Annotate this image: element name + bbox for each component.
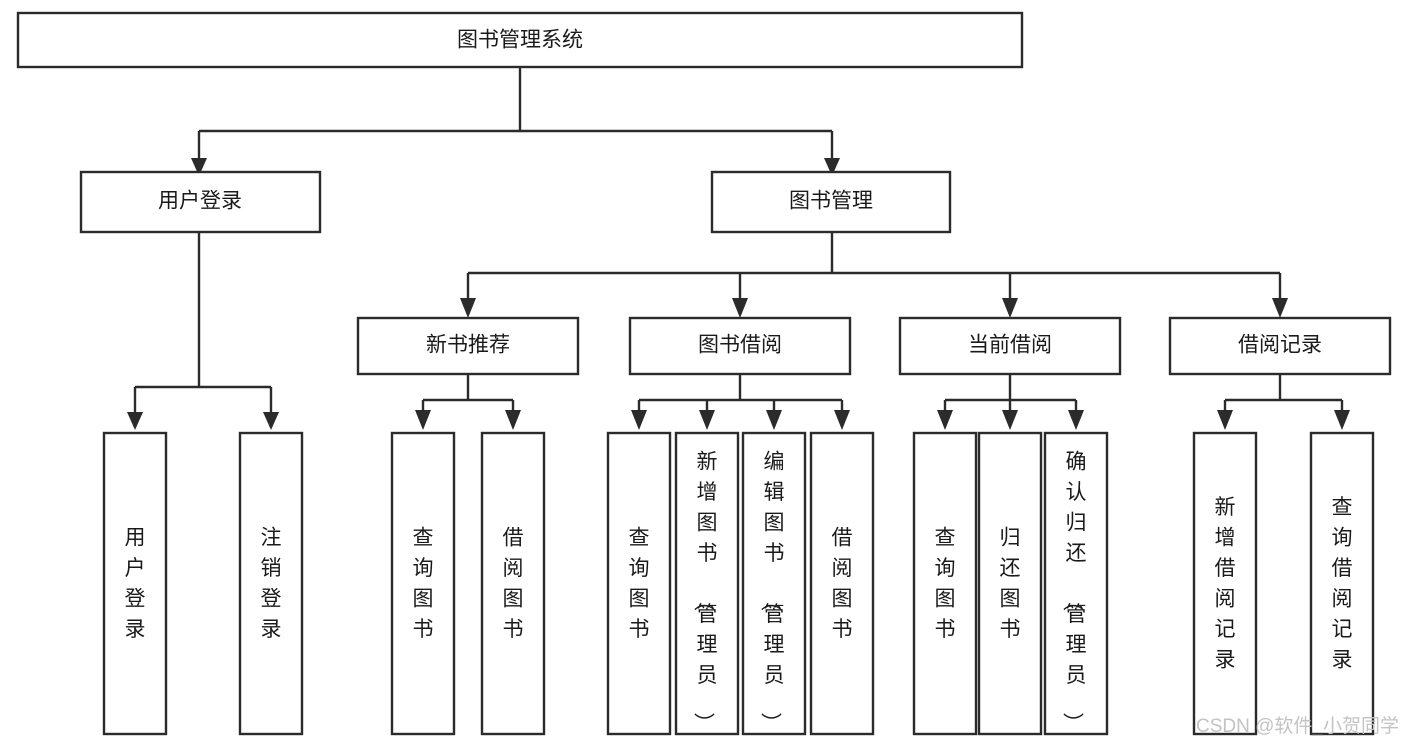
node-box bbox=[79, 170, 322, 234]
node-leaf-borrow-query-book[interactable]: 查询图书 bbox=[606, 431, 672, 736]
arrow-icon bbox=[766, 410, 782, 430]
node-leaf-current-query-book[interactable]: 查询图书 bbox=[912, 431, 978, 736]
arrow-icon bbox=[631, 410, 647, 430]
node-book-management[interactable]: 图书管理 bbox=[710, 170, 952, 234]
node-leaf-current-confirm-return[interactable]: 确认归还（管理员） bbox=[1043, 431, 1109, 736]
node-label: 图书管理 bbox=[789, 190, 873, 213]
node-leaf-borrow-lend-book[interactable]: 借阅图书 bbox=[809, 431, 875, 736]
arrow-icon bbox=[699, 410, 715, 430]
node-leaf-recommend-query-book[interactable]: 查询图书 bbox=[390, 431, 456, 736]
node-leaf-user-login-signout[interactable]: 注销登录 bbox=[238, 431, 304, 736]
arrow-icon bbox=[937, 410, 953, 430]
node-box bbox=[710, 170, 952, 234]
connector-group-root bbox=[191, 67, 840, 176]
arrow-icon bbox=[1217, 410, 1233, 430]
node-box bbox=[1309, 431, 1375, 736]
node-current-borrow[interactable]: 当前借阅 bbox=[898, 316, 1122, 376]
node-box bbox=[102, 431, 168, 736]
node-label: 借阅图书 bbox=[832, 527, 853, 642]
arrow-icon bbox=[263, 412, 279, 430]
node-leaf-borrow-edit-book[interactable]: 编辑图书（管理员） bbox=[741, 431, 807, 736]
node-label: 新书推荐 bbox=[426, 334, 510, 357]
node-box bbox=[977, 431, 1043, 736]
node-label: 借阅图书 bbox=[503, 527, 524, 642]
node-label: 借阅记录 bbox=[1238, 334, 1322, 357]
node-root-system[interactable]: 图书管理系统 bbox=[16, 11, 1024, 69]
arrow-icon bbox=[824, 158, 840, 176]
node-box bbox=[238, 431, 304, 736]
node-leaf-records-add-record[interactable]: 新增借阅记录 bbox=[1192, 431, 1258, 736]
node-leaf-current-return-book[interactable]: 归还图书 bbox=[977, 431, 1043, 736]
arrow-icon bbox=[732, 298, 748, 318]
connector-group-book-management bbox=[460, 232, 1288, 318]
node-box bbox=[1168, 316, 1392, 376]
arrow-icon bbox=[127, 412, 143, 430]
node-box bbox=[1043, 431, 1109, 736]
arrow-icon bbox=[1068, 410, 1084, 430]
node-book-borrow[interactable]: 图书借阅 bbox=[628, 316, 852, 376]
node-box bbox=[1192, 431, 1258, 736]
node-label: 确认归还（管理员） bbox=[1061, 450, 1087, 733]
node-label: 当前借阅 bbox=[968, 334, 1052, 357]
node-label: 新增图书（管理员） bbox=[692, 450, 718, 733]
node-box bbox=[898, 316, 1122, 376]
watermark-label: CSDN @软件_小贺同学 bbox=[1196, 715, 1399, 737]
node-box bbox=[356, 316, 580, 376]
connector-group-borrow-records bbox=[1217, 374, 1350, 430]
arrow-icon bbox=[460, 298, 476, 318]
node-label: 图书借阅 bbox=[698, 334, 782, 357]
arrow-icon bbox=[1002, 410, 1018, 430]
node-box bbox=[628, 316, 852, 376]
node-box bbox=[606, 431, 672, 736]
arrow-icon bbox=[1002, 298, 1018, 318]
arrow-icon bbox=[415, 410, 431, 430]
node-borrow-records[interactable]: 借阅记录 bbox=[1168, 316, 1392, 376]
node-label: 查询图书 bbox=[413, 527, 434, 642]
node-label: 归还图书 bbox=[1000, 527, 1021, 642]
node-leaf-user-login-signin[interactable]: 用户登录 bbox=[102, 431, 168, 736]
node-box bbox=[912, 431, 978, 736]
node-label: 用户登录 bbox=[158, 190, 242, 213]
node-label: 查询借阅记录 bbox=[1332, 496, 1353, 672]
node-box bbox=[741, 431, 807, 736]
node-box bbox=[390, 431, 456, 736]
arrow-icon bbox=[505, 410, 521, 430]
connector-group-user-login bbox=[127, 232, 279, 430]
node-label: 查询图书 bbox=[629, 527, 650, 642]
node-label: 图书管理系统 bbox=[457, 29, 583, 52]
node-box bbox=[480, 431, 546, 736]
node-leaf-borrow-add-book[interactable]: 新增图书（管理员） bbox=[674, 431, 740, 736]
node-label: 注销登录 bbox=[261, 527, 282, 642]
node-box bbox=[16, 11, 1024, 69]
node-label: 用户登录 bbox=[125, 527, 146, 642]
node-label: 新增借阅记录 bbox=[1215, 496, 1236, 672]
node-leaf-records-query-record[interactable]: 查询借阅记录 bbox=[1309, 431, 1375, 736]
node-box bbox=[674, 431, 740, 736]
node-label: 查询图书 bbox=[935, 527, 956, 642]
arrow-icon bbox=[1334, 410, 1350, 430]
connector-group-new-book-recommend bbox=[415, 374, 521, 430]
arrow-icon bbox=[834, 410, 850, 430]
node-user-login[interactable]: 用户登录 bbox=[79, 170, 322, 234]
connector-group-book-borrow bbox=[631, 374, 850, 430]
connector-group-current-borrow bbox=[937, 374, 1084, 430]
arrow-icon bbox=[1272, 298, 1288, 318]
arrow-icon bbox=[191, 158, 207, 176]
node-new-book-recommend[interactable]: 新书推荐 bbox=[356, 316, 580, 376]
node-box bbox=[809, 431, 875, 736]
node-leaf-recommend-borrow-book[interactable]: 借阅图书 bbox=[480, 431, 546, 736]
node-label: 编辑图书（管理员） bbox=[759, 450, 785, 733]
